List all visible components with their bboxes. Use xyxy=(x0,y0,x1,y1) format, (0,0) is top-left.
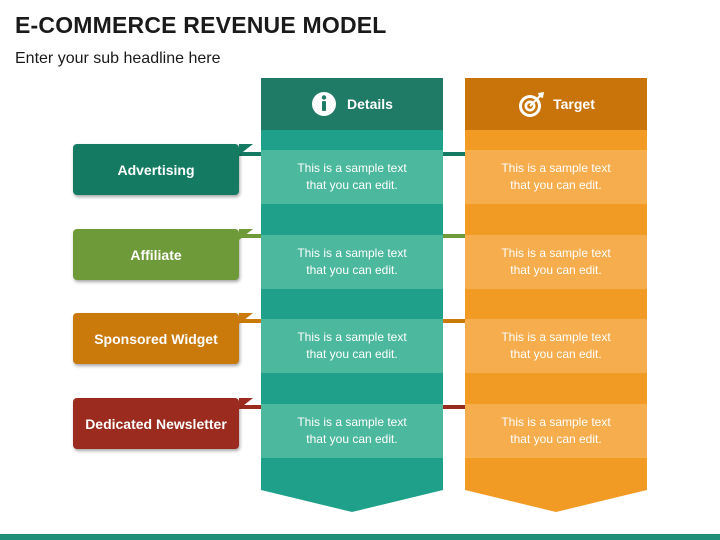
row-label-advertising: Advertising xyxy=(73,144,239,195)
details-header-label: Details xyxy=(347,96,393,112)
row-label-text: Advertising xyxy=(117,161,195,178)
details-cell-text: This is a sample text that you can edit. xyxy=(297,330,407,361)
row-label-pointer xyxy=(239,144,253,155)
row-label-text: Affiliate xyxy=(130,246,182,263)
bottom-accent-bar xyxy=(0,534,720,540)
target-header-label: Target xyxy=(553,96,595,112)
target-cell: This is a sample text that you can edit. xyxy=(465,151,647,203)
target-cell-text: This is a sample text that you can edit. xyxy=(501,415,611,446)
details-cell-text: This is a sample text that you can edit. xyxy=(297,246,407,277)
details-column-background xyxy=(261,78,443,512)
row-label-text: Sponsored Widget xyxy=(94,330,218,347)
row-label-dedicated-newsletter: Dedicated Newsletter xyxy=(73,398,239,449)
target-cell: This is a sample text that you can edit. xyxy=(465,320,647,372)
details-header: Details xyxy=(261,78,443,130)
details-cell: This is a sample text that you can edit. xyxy=(261,320,443,372)
row-label-sponsored-widget: Sponsored Widget xyxy=(73,313,239,364)
details-cell-text: This is a sample text that you can edit. xyxy=(297,415,407,446)
details-cell-text: This is a sample text that you can edit. xyxy=(297,161,407,192)
target-cell-text: This is a sample text that you can edit. xyxy=(501,330,611,361)
page-title: E-COMMERCE REVENUE MODEL xyxy=(15,12,387,38)
details-column: Details This is a sample text that you c… xyxy=(261,0,443,540)
info-icon xyxy=(311,91,337,117)
row-label-text: Dedicated Newsletter xyxy=(85,415,227,432)
target-cell: This is a sample text that you can edit. xyxy=(465,405,647,457)
row-label-affiliate: Affiliate xyxy=(73,229,239,280)
target-cell: This is a sample text that you can edit. xyxy=(465,236,647,288)
target-column-background xyxy=(465,78,647,512)
target-icon xyxy=(517,91,545,117)
details-cell: This is a sample text that you can edit. xyxy=(261,151,443,203)
details-cell: This is a sample text that you can edit. xyxy=(261,405,443,457)
page-subtitle: Enter your sub headline here xyxy=(15,50,221,67)
details-cell: This is a sample text that you can edit. xyxy=(261,236,443,288)
target-cell-text: This is a sample text that you can edit. xyxy=(501,246,611,277)
row-label-pointer xyxy=(239,313,253,324)
row-label-pointer xyxy=(239,229,253,240)
target-cell-text: This is a sample text that you can edit. xyxy=(501,161,611,192)
target-header: Target xyxy=(465,78,647,130)
row-label-pointer xyxy=(239,398,253,409)
target-column: Target This is a sample text that you ca… xyxy=(465,0,647,540)
